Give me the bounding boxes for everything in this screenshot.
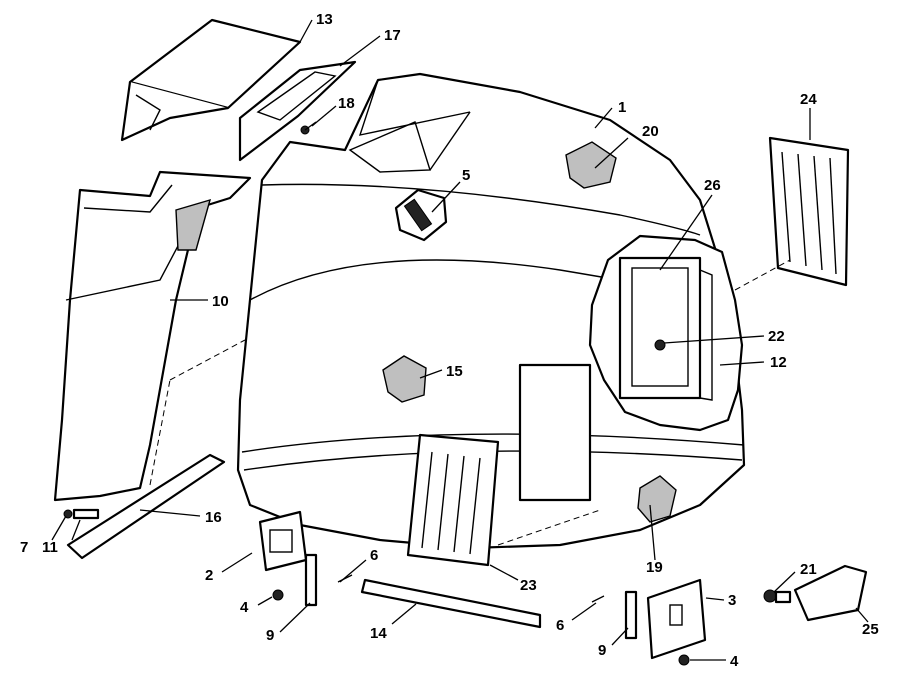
grille-23 — [406, 433, 500, 567]
callout-18: 18 — [338, 95, 355, 112]
callout-3: 3 — [728, 592, 736, 609]
callout-22: 22 — [768, 328, 785, 345]
callout-10: 10 — [212, 293, 229, 310]
callout-16: 16 — [205, 509, 222, 526]
callout-9a: 9 — [266, 627, 274, 644]
cap-25 — [793, 564, 868, 622]
pad-15 — [382, 355, 427, 403]
callout-19: 19 — [646, 559, 663, 576]
hardware-group — [63, 508, 690, 666]
callout-9b: 9 — [598, 642, 606, 659]
grille-24 — [734, 136, 850, 291]
callout-15: 15 — [446, 363, 463, 380]
seal-strip-14 — [360, 578, 542, 629]
screw-18 — [300, 121, 317, 135]
callout-7: 7 — [20, 539, 28, 556]
grommet-5 — [394, 188, 448, 242]
main-cover — [149, 72, 746, 550]
seal-strip-16 — [66, 453, 226, 560]
callout-12: 12 — [770, 354, 787, 371]
callout-11: 11 — [42, 539, 58, 556]
fastener-21 — [763, 589, 792, 604]
callout-6a: 6 — [370, 547, 378, 564]
callout-20: 20 — [642, 123, 659, 140]
callout-1: 1 — [618, 99, 626, 116]
access-opening — [518, 363, 592, 502]
callout-25: 25 — [862, 621, 879, 638]
latch-2 — [258, 510, 308, 572]
callout-24: 24 — [800, 91, 817, 108]
intake-17 — [238, 60, 357, 162]
callout-17: 17 — [384, 27, 401, 44]
callout-14: 14 — [370, 625, 387, 642]
side-panel-10 — [53, 170, 252, 502]
pad-19 — [637, 475, 677, 523]
callout-21: 21 — [800, 561, 817, 578]
side-panel-26 — [588, 234, 744, 432]
callout-23: 23 — [520, 577, 537, 594]
callout-13: 13 — [316, 11, 333, 28]
callout-2: 2 — [205, 567, 213, 584]
callout-6b: 6 — [556, 617, 564, 634]
callout-26: 26 — [704, 177, 721, 194]
latch-3 — [646, 578, 707, 660]
callout-4b: 4 — [730, 653, 739, 670]
pad-20 — [565, 141, 617, 189]
callout-5: 5 — [462, 167, 470, 184]
callout-4a: 4 — [240, 599, 249, 616]
callout-labels: 1 2 3 4 4 5 6 6 7 9 9 10 11 12 13 14 15 … — [20, 11, 879, 670]
leader-lines — [51, 19, 869, 661]
